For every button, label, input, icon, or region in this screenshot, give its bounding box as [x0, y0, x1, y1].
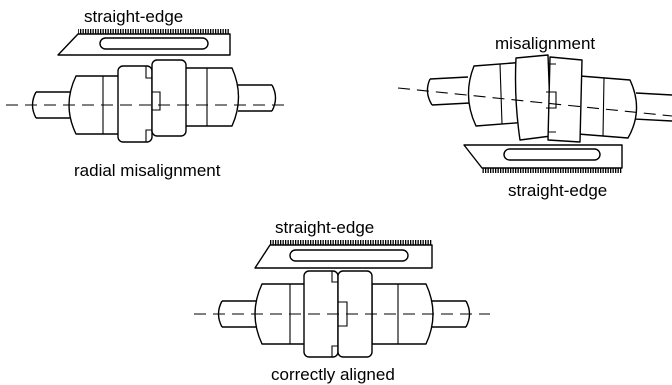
correctly-aligned-label: correctly aligned	[271, 365, 395, 384]
coupling-hub-right	[181, 67, 240, 127]
shaft-left-angled	[426, 76, 471, 106]
straight-edge-label: straight-edge	[84, 7, 183, 26]
straight-edge-tool-bottom	[254, 240, 433, 269]
straight-edge-tool-right	[463, 144, 623, 173]
radial-misalignment-figure: straight-edge radial misalignment	[6, 7, 290, 180]
coupling-flanges-angled	[514, 54, 583, 143]
correctly-aligned-figure: straight-edge correctly al	[194, 218, 490, 384]
misalignment-label: misalignment	[495, 34, 595, 53]
straight-edge-label-bottom: straight-edge	[275, 218, 374, 237]
straight-edge-tool	[57, 29, 231, 56]
shaft-right	[238, 84, 277, 112]
coupling-flanges	[117, 59, 187, 143]
radial-misalignment-label: radial misalignment	[74, 161, 221, 180]
coupling-hub-right-angled	[577, 75, 638, 139]
shaft-right-angled	[633, 92, 672, 122]
straight-edge-label-right: straight-edge	[508, 181, 607, 200]
coupling-hub-right-bottom	[371, 283, 434, 345]
centerline-axis-angled	[397, 87, 672, 117]
angular-misalignment-figure: misalignment straight-edge	[397, 34, 672, 200]
